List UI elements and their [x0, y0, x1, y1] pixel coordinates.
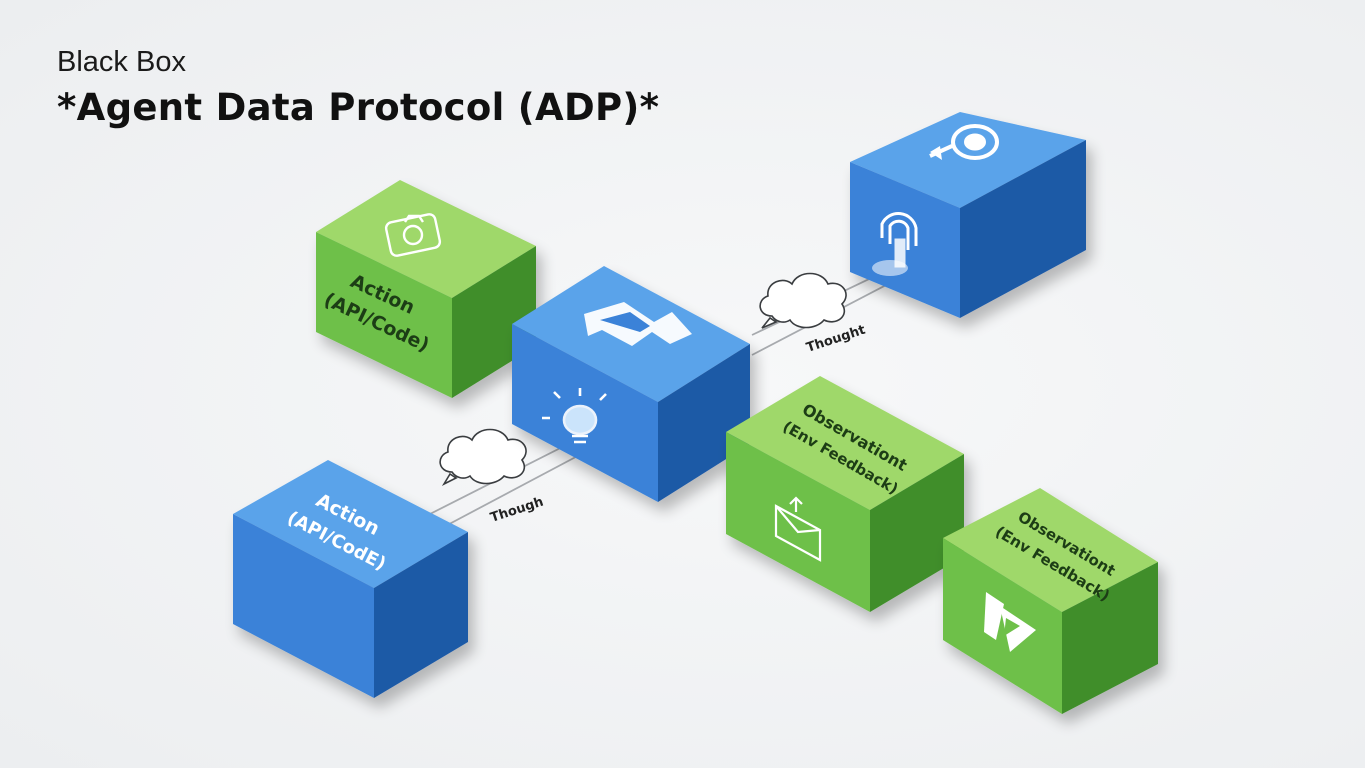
envelope-icon: [774, 496, 822, 562]
block-front-face: [233, 514, 374, 698]
block-observation-2: Observationt (Env Feedback): [943, 488, 1158, 714]
block-side-face: [1062, 562, 1158, 714]
lightbulb-icon: [542, 388, 607, 444]
block-observation-1: Observationt (Env Feedback): [726, 376, 964, 612]
thought-cloud-icon: [439, 428, 527, 486]
block-target: [850, 112, 1086, 318]
thought-cloud-icon: [759, 272, 847, 329]
camera-code-icon: [384, 213, 442, 257]
block-front-face: [316, 232, 452, 398]
block-top-face: [726, 376, 964, 510]
block-side-face: [452, 246, 536, 398]
block-front-face: [943, 538, 1062, 714]
block-top-face: [233, 460, 468, 588]
block-side-face: [960, 140, 1086, 318]
block-side-face: [870, 454, 964, 612]
zigzag-signal-icon: [584, 302, 692, 346]
block-top-face: [316, 180, 536, 298]
page-title: *Agent Data Protocol (ADP)*: [57, 86, 660, 129]
subtitle: Black Box: [57, 46, 186, 78]
block-action-blue: Action (API/CodE): [233, 460, 468, 698]
glow: [872, 260, 908, 276]
block-top-face: [943, 488, 1158, 612]
block-action-green: Action (API/Code): [316, 180, 536, 398]
block-side-face: [658, 344, 750, 502]
target-icon: [929, 124, 999, 160]
forward-arrow-icon: [984, 592, 1036, 652]
gateway-icon: [880, 212, 918, 268]
block-center: [512, 266, 750, 502]
thought-label-upper: Thought: [805, 323, 868, 356]
block-front-face: [726, 432, 870, 612]
block-top-face: [850, 112, 1086, 208]
block-side-face: [374, 532, 468, 698]
thought-connector-upper: Thought: [751, 267, 893, 356]
